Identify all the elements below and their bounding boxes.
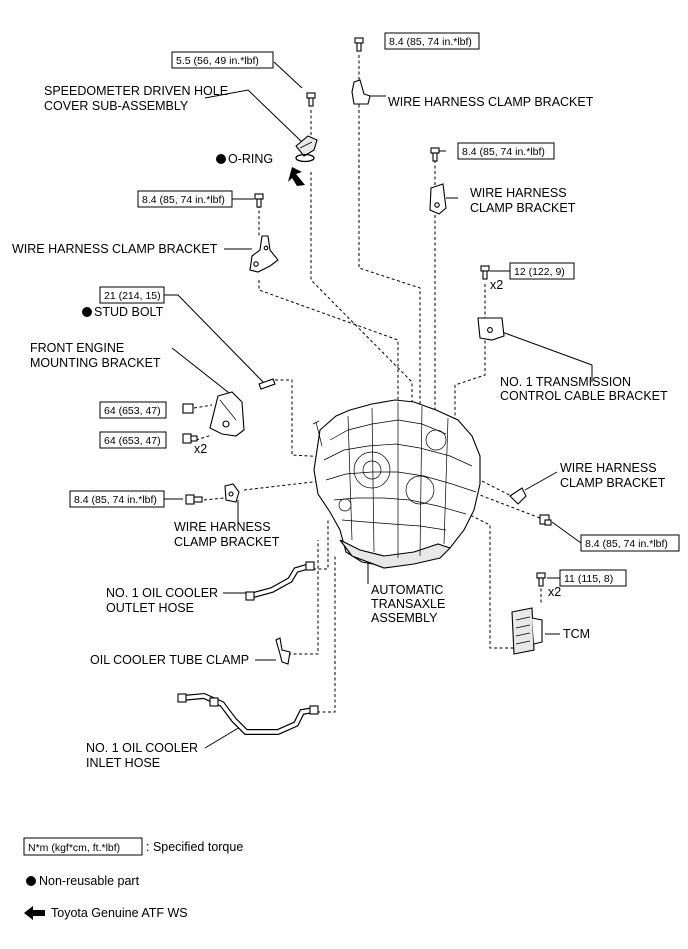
label-whcb-left: WIRE HARNESS CLAMP BRACKET (12, 242, 218, 256)
wire-harness-clamp-bracket-top (351, 79, 371, 105)
torque-box-10: 8.4 (85, 74 in.*lbf) (580, 534, 680, 552)
torque-box-8: 64 (653, 47) (99, 431, 167, 449)
svg-text:Toyota Genuine ATF WS: Toyota Genuine ATF WS (51, 906, 188, 920)
bolt-icon-8 (185, 494, 203, 505)
torque-box-2: 8.4 (85, 74 in.*lbf) (384, 32, 480, 50)
wire-harness-clamp-bracket-mid (429, 183, 447, 215)
oil-cooler-outlet-hose-drawing (245, 561, 315, 601)
wire-harness-clamp-bracket-right (509, 487, 527, 505)
label-tube-clamp: OIL COOLER TUBE CLAMP (90, 653, 249, 667)
bolt-icon-1 (306, 92, 316, 107)
bolt-icon-7 (182, 433, 198, 444)
label-outlet-hose-2: OUTLET HOSE (106, 601, 194, 615)
label-tcm: TCM (563, 627, 590, 641)
svg-text:5.5 (56, 49 in.*lbf): 5.5 (56, 49 in.*lbf) (176, 55, 259, 67)
legend-torque: N*m (kgf*cm, ft.*lbf) : Specified torque (23, 837, 243, 856)
torque-box-7: 64 (653, 47) (99, 401, 167, 419)
svg-text:11 (115, 8): 11 (115, 8) (564, 573, 613, 585)
label-inlet-hose-2: INLET HOSE (86, 756, 160, 770)
torque-box-4: 8.4 (85, 74 in.*lbf) (137, 190, 233, 208)
atf-arrow-icon (288, 167, 305, 186)
torque-box-11: 11 (115, 8) (559, 569, 627, 587)
torque-box-6: 21 (214, 15) (99, 286, 165, 304)
label-speedometer-1: SPEEDOMETER DRIVEN HOLE (44, 84, 228, 98)
label-speedometer-2: COVER SUB-ASSEMBLY (44, 99, 189, 113)
label-transaxle-1: AUTOMATIC (371, 583, 443, 597)
svg-text:64 (653, 47): 64 (653, 47) (104, 405, 161, 417)
oil-cooler-tube-clamp-drawing (275, 637, 291, 665)
svg-text:21 (214, 15): 21 (214, 15) (104, 290, 161, 302)
label-transaxle-2: TRANSAXLE (371, 597, 445, 611)
bolt-icon-9 (539, 514, 552, 526)
label-tcb-1: NO. 1 TRANSMISSION (500, 375, 631, 389)
legend-non-reusable: Non-reusable part (26, 874, 140, 888)
oil-cooler-inlet-hose-drawing (177, 692, 319, 735)
svg-text:Non-reusable part: Non-reusable part (39, 874, 140, 888)
non-reusable-icon-legend (26, 876, 36, 886)
bolt-icon-3 (430, 147, 440, 162)
label-transaxle-3: ASSEMBLY (371, 611, 438, 625)
label-whcb-low-2: CLAMP BRACKET (174, 535, 280, 549)
label-whcb-right-1: WIRE HARNESS (560, 461, 657, 475)
svg-text:8.4 (85, 74 in.*lbf): 8.4 (85, 74 in.*lbf) (462, 146, 545, 158)
label-front-mount-1: FRONT ENGINE (30, 341, 124, 355)
bolt-icon-6 (536, 572, 546, 587)
label-whcb-mid-2: CLAMP BRACKET (470, 201, 576, 215)
tcm-module (511, 607, 543, 655)
svg-text:8.4 (85, 74 in.*lbf): 8.4 (85, 74 in.*lbf) (74, 494, 157, 506)
legend: N*m (kgf*cm, ft.*lbf) : Specified torque… (23, 837, 243, 920)
label-outlet-hose-1: NO. 1 OIL COOLER (106, 586, 218, 600)
label-whcb-low-1: WIRE HARNESS (174, 520, 271, 534)
wire-harness-clamp-bracket-left (249, 235, 279, 273)
label-whcb-mid-1: WIRE HARNESS (470, 186, 567, 200)
label-tcb-2: CONTROL CABLE BRACKET (500, 389, 668, 403)
legend-atf: Toyota Genuine ATF WS (24, 906, 188, 920)
torque-box-5: 12 (122, 9) (509, 262, 575, 280)
svg-text:: Specified torque: : Specified torque (146, 840, 243, 854)
atf-arrow-icon-legend (24, 906, 45, 920)
o-ring-part (295, 153, 315, 163)
non-reusable-icon-oring (216, 154, 226, 164)
label-inlet-hose-1: NO. 1 OIL COOLER (86, 741, 198, 755)
quantity-x2-tcb: x2 (490, 278, 503, 292)
torque-box-1: 5.5 (56, 49 in.*lbf) (171, 51, 274, 69)
non-reusable-icon-stud (82, 307, 92, 317)
torque-box-9: 8.4 (85, 74 in.*lbf) (69, 490, 165, 508)
wire-harness-clamp-bracket-low (224, 483, 240, 503)
label-front-mount-2: MOUNTING BRACKET (30, 356, 161, 370)
svg-text:12 (122, 9): 12 (122, 9) (514, 266, 565, 278)
label-whcb-top: WIRE HARNESS CLAMP BRACKET (388, 95, 594, 109)
svg-text:8.4 (85, 74 in.*lbf): 8.4 (85, 74 in.*lbf) (585, 538, 668, 550)
leader-lines (161, 61, 593, 749)
svg-text:8.4 (85, 74 in.*lbf): 8.4 (85, 74 in.*lbf) (142, 194, 225, 206)
svg-text:8.4 (85, 74 in.*lbf): 8.4 (85, 74 in.*lbf) (389, 36, 472, 48)
svg-text:N*m (kgf*cm, ft.*lbf): N*m (kgf*cm, ft.*lbf) (28, 842, 120, 854)
bolt-icon-4 (254, 193, 264, 208)
svg-text:64 (653, 47): 64 (653, 47) (104, 435, 161, 447)
quantity-x2-mount: x2 (194, 442, 207, 456)
stud-bolt-part (258, 378, 276, 390)
torque-box-3: 8.4 (85, 74 in.*lbf) (457, 142, 555, 160)
front-engine-mounting-bracket (209, 391, 245, 437)
quantity-x2-tcm: x2 (548, 585, 561, 599)
nut-icon-1 (182, 403, 194, 414)
transmission-control-cable-bracket (477, 317, 505, 341)
bolt-icon-2 (354, 37, 364, 52)
bolt-icon-5 (480, 265, 490, 280)
automatic-transaxle-drawing (312, 399, 481, 569)
label-whcb-right-2: CLAMP BRACKET (560, 476, 666, 490)
label-o-ring: O-RING (228, 152, 273, 166)
label-stud-bolt: STUD BOLT (94, 305, 164, 319)
